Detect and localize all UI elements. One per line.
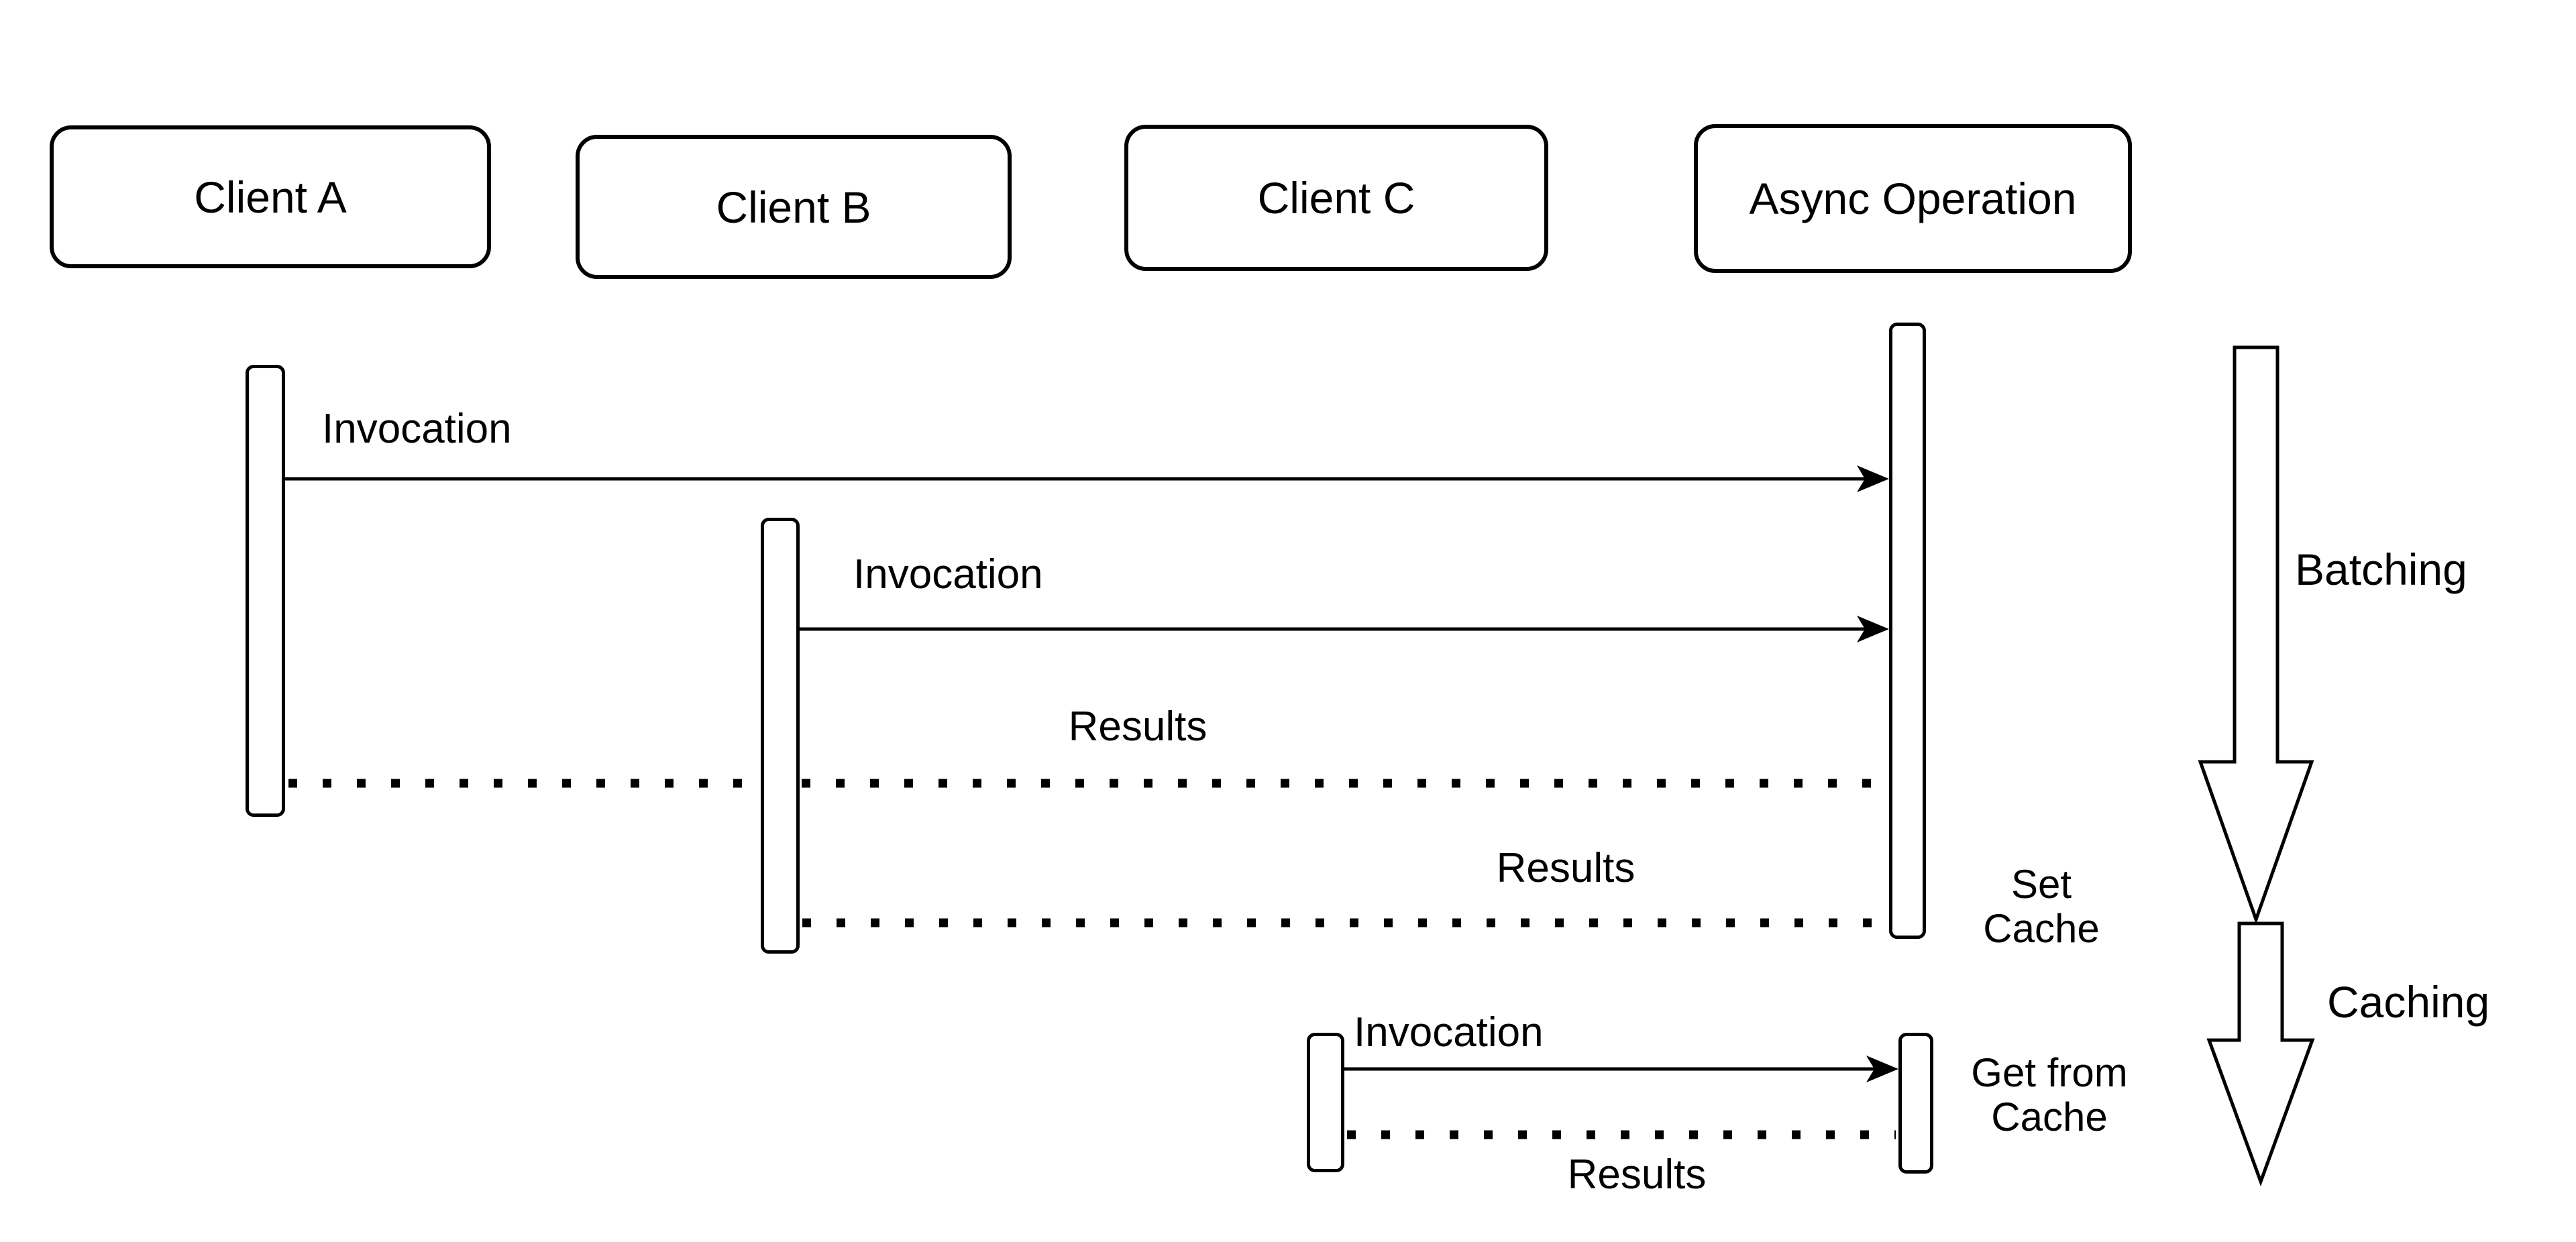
caching-label: Caching xyxy=(2327,977,2490,1027)
set-cache-line1: Set xyxy=(2010,862,2072,907)
activation-bar-client-b xyxy=(761,518,800,954)
get-from-cache-annotation: Get from Cache xyxy=(1971,1051,2127,1139)
invocation-label-client-a: Invocation xyxy=(322,406,512,452)
activation-bar-cache xyxy=(1898,1033,1933,1174)
invocation-label-client-c: Invocation xyxy=(1354,1009,1544,1056)
batching-label: Batching xyxy=(2295,545,2467,594)
results-label-client-b: Results xyxy=(1496,845,1635,891)
get-from-cache-line1: Get from xyxy=(1971,1050,2128,1095)
actor-async-operation: Async Operation xyxy=(1694,124,2132,273)
set-cache-annotation: Set Cache xyxy=(1983,862,2099,951)
caching-down-arrow-icon xyxy=(2206,921,2315,1187)
invocation-arrow-client-a xyxy=(285,465,1889,492)
actor-client-b: Client B xyxy=(576,135,1012,279)
results-label-client-c: Results xyxy=(1567,1151,1707,1198)
get-from-cache-line2: Cache xyxy=(1991,1094,2108,1139)
activation-bar-client-a xyxy=(246,365,285,817)
actor-client-c: Client C xyxy=(1124,125,1548,271)
set-cache-line2: Cache xyxy=(1983,906,2100,951)
invocation-label-client-b: Invocation xyxy=(853,551,1043,598)
actor-client-c-label: Client C xyxy=(1257,173,1415,223)
actor-client-a-label: Client A xyxy=(194,172,347,222)
actor-client-a: Client A xyxy=(50,125,491,268)
invocation-arrow-client-b xyxy=(800,616,1889,642)
invocation-arrow-client-c xyxy=(1344,1056,1898,1082)
batching-down-arrow-icon xyxy=(2198,345,2314,925)
activation-bar-async-operation xyxy=(1889,323,1926,939)
activation-bar-client-c xyxy=(1307,1033,1344,1172)
actor-async-operation-label: Async Operation xyxy=(1749,174,2077,223)
actor-client-b-label: Client B xyxy=(716,182,871,232)
results-label-client-a: Results xyxy=(1068,703,1208,750)
